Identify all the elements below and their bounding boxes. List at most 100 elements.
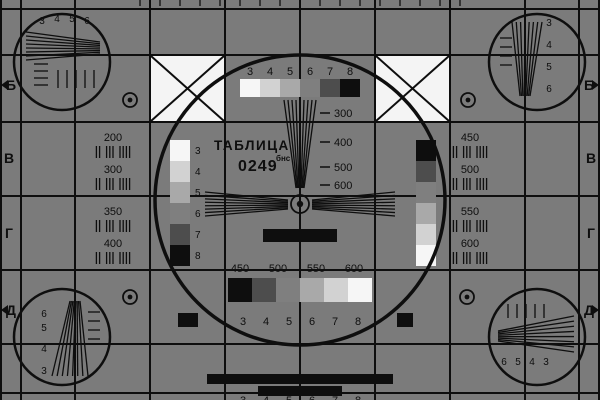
- frequency-label: 600: [345, 263, 363, 275]
- corner-circle-bottom-right: 6 5 4 3: [487, 287, 587, 387]
- scale-label: 7: [327, 66, 333, 78]
- edge-letter-left: Д: [6, 302, 16, 318]
- resolution-label: 200: [104, 132, 122, 144]
- black-square-left: [178, 313, 198, 327]
- title-suffix: бнс: [276, 154, 291, 163]
- gray-step: [416, 224, 436, 245]
- resolution-label: 300: [104, 164, 122, 176]
- bottom-gray-scale: 3 4 5 6 7 8: [228, 278, 372, 328]
- scale-label: 6: [195, 209, 201, 220]
- partial-digit: 4: [263, 395, 269, 400]
- dash-group: [88, 311, 100, 340]
- edge-letter-right: В: [586, 150, 596, 166]
- horizontal-resolution-wedge: [497, 315, 575, 353]
- scale-label: 4: [267, 66, 273, 78]
- bottom-sync-bar-long: [207, 374, 393, 384]
- vertical-resolution-wedge: [51, 300, 89, 377]
- gray-step: [340, 79, 360, 97]
- partial-digit: 7: [332, 395, 338, 400]
- gray-step: [170, 182, 190, 203]
- line-burst-300: [95, 178, 131, 190]
- partial-digit: 3: [240, 395, 246, 400]
- corner-circle-bottom-left: 6 5 4 3: [12, 287, 112, 387]
- wedge-label: 6: [84, 16, 90, 27]
- line-burst-400: [95, 252, 131, 264]
- wedge-label: 4: [54, 14, 60, 25]
- main-circle-outline: [153, 53, 447, 347]
- wedge-mark-label: 600: [334, 180, 352, 192]
- title-number: 0249: [238, 158, 278, 175]
- vertical-resolution-wedge: [511, 21, 543, 97]
- edge-letters: Б В Г Д Б В Г Д: [1, 77, 599, 318]
- right-resolution-panel: 450 500 550 600: [452, 132, 488, 264]
- corner-circle-top-left: 3 4 5 6: [12, 12, 112, 112]
- top-gray-scale: 3 4 5 6 7 8: [240, 66, 360, 97]
- wedge-label: 3: [546, 18, 552, 29]
- frequency-label: 500: [269, 263, 287, 275]
- partial-digit: 6: [309, 395, 315, 400]
- wedge-mark-label: 400: [334, 137, 352, 149]
- bottom-sync-bar-short: [258, 386, 342, 396]
- resolution-label: 350: [104, 206, 122, 218]
- resolution-label: 550: [461, 206, 479, 218]
- tick-group: [57, 70, 95, 88]
- scale-label: 7: [195, 230, 201, 241]
- gray-step: [170, 161, 190, 182]
- gray-step: [300, 79, 320, 97]
- gray-step: [260, 79, 280, 97]
- bottom-edge-partial-labels: 3 4 5 6 7 8: [240, 395, 361, 400]
- scale-label: 8: [195, 251, 201, 262]
- wedge-label: 3: [41, 366, 47, 377]
- gray-step: [324, 278, 348, 302]
- right-edge-arrow-icon: [592, 305, 599, 315]
- scale-label: 4: [263, 316, 269, 328]
- corner-circle-field: [487, 287, 587, 387]
- scale-label: 5: [195, 188, 201, 199]
- partial-digit: 5: [286, 395, 292, 400]
- wedge-mark-label: 300: [334, 108, 352, 120]
- left-vertical-gray-scale: 3 4 5 6 7 8: [170, 140, 201, 266]
- scale-label: 3: [247, 66, 253, 78]
- resolution-label: 450: [461, 132, 479, 144]
- tick-group: [507, 304, 545, 318]
- dash-group: [34, 63, 48, 86]
- gray-step: [416, 203, 436, 224]
- center-bullseye: [290, 194, 310, 214]
- gray-step: [170, 140, 190, 161]
- line-burst-500: [452, 178, 488, 190]
- bullseye-marker: [122, 92, 138, 108]
- dash-group: [500, 37, 512, 66]
- wedge-label: 4: [546, 40, 552, 51]
- wedge-label: 6: [501, 357, 507, 368]
- gray-step: [228, 278, 252, 302]
- gray-step: [280, 79, 300, 97]
- edge-letter-right: Д: [584, 302, 594, 318]
- bottom-frequency-labels: 450 500 550 600: [231, 263, 363, 275]
- line-burst-600: [452, 252, 488, 264]
- scale-label: 3: [240, 316, 246, 328]
- gray-step: [276, 278, 300, 302]
- wedge-label: 6: [41, 309, 47, 320]
- wedge-label: 6: [546, 84, 552, 95]
- center-horizontal-wedges: [204, 191, 396, 217]
- line-burst-200: [95, 146, 131, 158]
- corner-circle-field: [12, 12, 112, 112]
- gray-step: [320, 79, 340, 97]
- wedge-label: 5: [546, 62, 552, 73]
- wedge-label: 3: [39, 16, 45, 27]
- card-title: ТАБЛИЦА 0249 бнс: [214, 138, 291, 175]
- edge-letter-left: В: [4, 150, 14, 166]
- edge-letter-right: Б: [584, 77, 594, 93]
- bullseye-marker: [459, 289, 475, 305]
- scale-label: 4: [195, 167, 201, 178]
- bullseye-marker: [460, 92, 476, 108]
- bullseye-marker: [122, 289, 138, 305]
- vertical-resolution-wedge: [283, 99, 317, 189]
- black-reference-bar: [263, 229, 337, 242]
- wedge-label: 4: [41, 344, 47, 355]
- frequency-label: 550: [307, 263, 325, 275]
- horizontal-resolution-wedge-left: [204, 191, 289, 217]
- gray-step: [416, 140, 436, 161]
- corner-circle-top-right: 3 4 5 6: [487, 12, 587, 112]
